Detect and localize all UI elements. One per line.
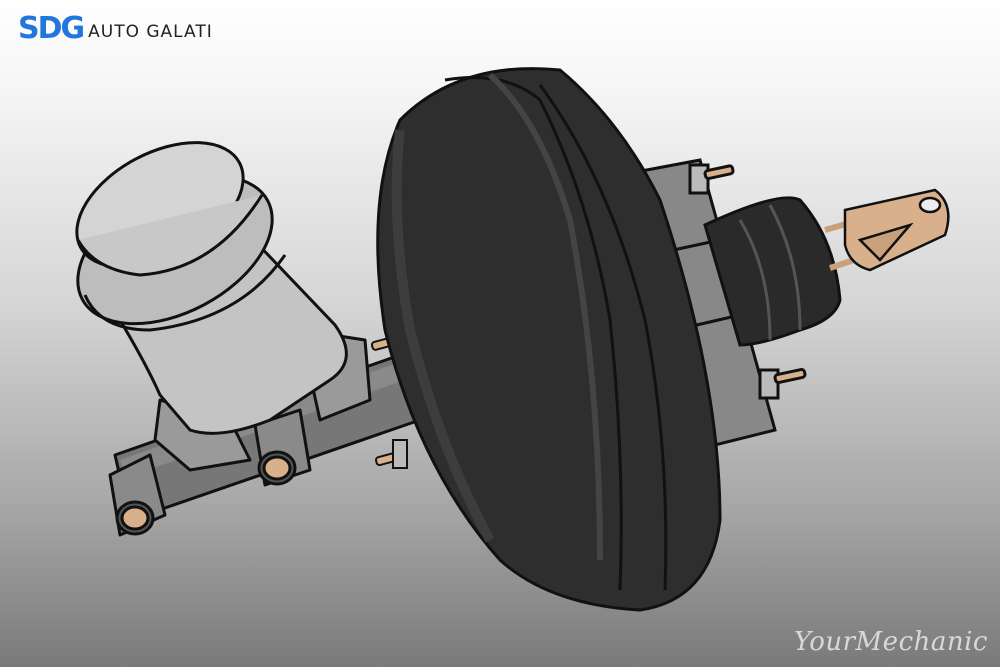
logo-brand: SDG: [18, 11, 85, 46]
logo: SDG AUTO GALATI: [18, 14, 213, 44]
pushrod-boot: [703, 196, 842, 347]
pushrod-clevis: [824, 188, 950, 272]
brake-booster: [376, 67, 722, 612]
master-cylinder-reservoir: [75, 141, 348, 435]
watermark-yourmechanic: YourMechanic: [793, 627, 988, 657]
logo-tagline: AUTO GALATI: [88, 22, 213, 42]
master-cylinder-body: [108, 328, 422, 537]
